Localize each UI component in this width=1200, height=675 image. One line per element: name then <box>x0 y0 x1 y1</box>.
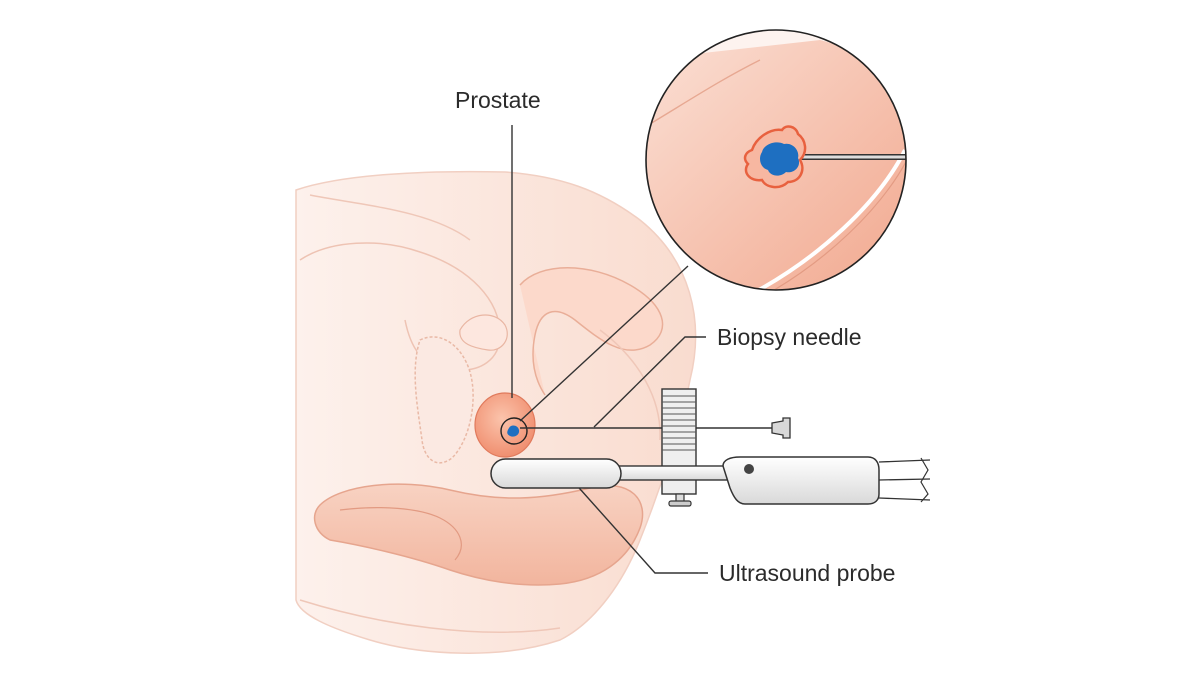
biopsy-needle-label: Biopsy needle <box>717 324 862 350</box>
probe-handle <box>722 456 880 505</box>
pubic-bone <box>414 336 474 464</box>
zoom-target-circle <box>500 417 528 445</box>
inset-rectal-wall <box>739 149 906 290</box>
prostate-label: Prostate <box>455 87 541 113</box>
inset-tissue-fold <box>646 59 761 131</box>
ultrasound-probe-assembly <box>490 388 931 507</box>
rectum <box>313 483 644 586</box>
probe-cable <box>878 459 931 501</box>
urethra-curve <box>519 267 664 396</box>
needle-handle <box>771 417 791 439</box>
perineum-line <box>599 329 661 441</box>
prostate-gland <box>474 392 536 458</box>
magnified-inset <box>645 29 907 291</box>
inset-tumor <box>760 142 800 176</box>
inset-rectal-wall-outline <box>744 153 906 290</box>
inset-border <box>645 29 907 291</box>
probe-rod <box>615 465 737 481</box>
probe-button <box>744 464 754 474</box>
rectum-inner-fold <box>339 507 462 561</box>
guide-screw-cap <box>668 500 692 507</box>
lower-body-line <box>299 599 561 633</box>
needle-leader <box>593 336 706 428</box>
abdomen-line <box>309 194 471 241</box>
probe-tip <box>490 458 622 489</box>
ultrasound-probe-label: Ultrasound probe <box>719 560 896 586</box>
tumor-small <box>507 425 520 437</box>
probe-cable-end <box>920 457 929 503</box>
probe-leader <box>571 479 708 574</box>
seminal-vesicle <box>459 314 508 351</box>
zoom-leader <box>519 265 689 422</box>
leader-lines <box>511 125 708 574</box>
prostate-shape <box>474 392 536 458</box>
guide-grating <box>662 395 696 451</box>
